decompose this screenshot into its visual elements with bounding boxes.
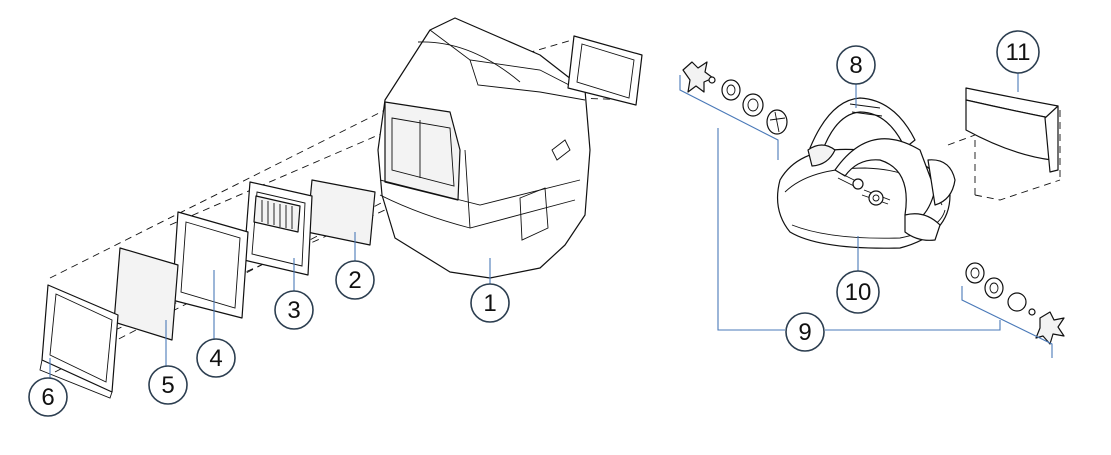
adjustment-knob-set-top xyxy=(682,61,788,135)
callout-6: 6 xyxy=(28,377,68,417)
clear-lens xyxy=(306,179,376,246)
headgear-bolts xyxy=(837,173,891,206)
callout-11-label: 11 xyxy=(1006,39,1031,66)
callout-8-label: 8 xyxy=(849,52,862,79)
callout-1: 1 xyxy=(470,283,510,323)
callout-1-label: 1 xyxy=(483,290,496,317)
callout-2: 2 xyxy=(335,260,375,300)
helmet-shell xyxy=(377,17,591,279)
leader-lines-right xyxy=(679,72,1053,358)
callout-4: 4 xyxy=(196,338,236,378)
callout-9-label: 9 xyxy=(798,319,811,346)
callout-9: 9 xyxy=(785,312,825,352)
adjustment-knob-set-bottom xyxy=(965,262,1065,345)
callout-5: 5 xyxy=(148,365,188,405)
callout-4-label: 4 xyxy=(209,345,222,372)
callout-10: 10 xyxy=(836,270,880,314)
callout-3-label: 3 xyxy=(287,297,300,324)
leader-lines-left xyxy=(49,232,491,378)
callout-6-label: 6 xyxy=(41,384,54,411)
callout-10-label: 10 xyxy=(845,279,872,306)
callout-11: 11 xyxy=(996,30,1040,74)
auto-darkening-filter xyxy=(243,181,313,276)
headgear xyxy=(777,97,956,249)
callout-8: 8 xyxy=(836,45,876,85)
lens-holder xyxy=(39,284,119,399)
outer-lens-small xyxy=(567,35,643,106)
sweatband xyxy=(947,87,1061,201)
inside-cover-lens xyxy=(113,247,179,341)
lens-frame xyxy=(171,211,249,319)
callout-3: 3 xyxy=(274,290,314,330)
callout-5-label: 5 xyxy=(161,372,174,399)
callout-2-label: 2 xyxy=(348,267,361,294)
